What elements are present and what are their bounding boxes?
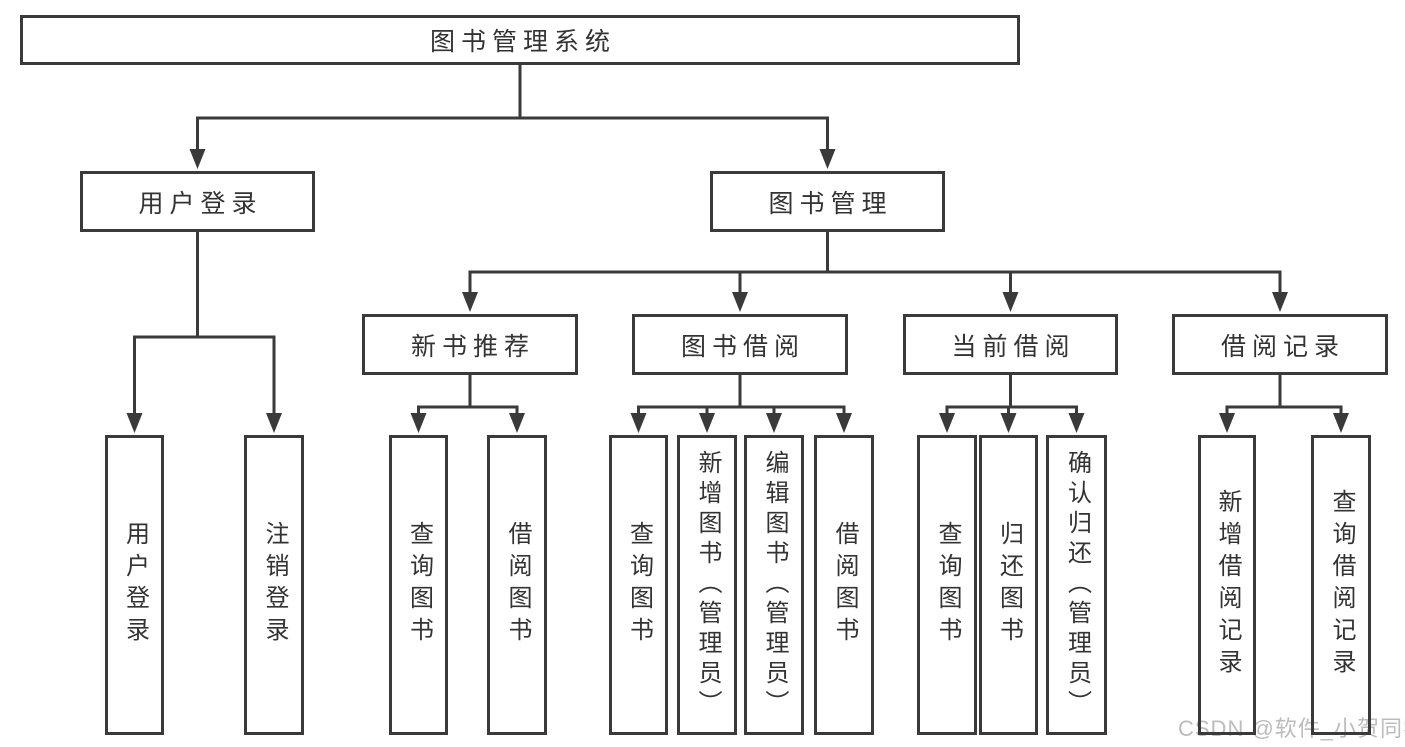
leaf-confirm-return-admin: 确认归还（管理员） (1046, 435, 1107, 735)
node-label: 确认归还（管理员） (1063, 450, 1091, 720)
leaf-query-borrow-record: 查询借阅记录 (1311, 435, 1371, 735)
node-label: 新书推荐 (410, 332, 535, 361)
down-arrow-icon (509, 413, 525, 433)
down-arrow-icon (1272, 292, 1288, 312)
node-current-borrowing: 当前借阅 (903, 314, 1118, 375)
leaf-logout: 注销登录 (244, 435, 304, 735)
down-arrow-icon (939, 413, 955, 433)
leaf-return-books: 归还图书 (979, 435, 1038, 735)
connector-records (1225, 375, 1343, 416)
connector-borrowing (637, 375, 846, 416)
node-label: 用户登录 (121, 521, 149, 649)
leaf-query-books-current: 查询图书 (917, 435, 977, 735)
down-arrow-icon (819, 149, 836, 169)
node-label: 查询借阅记录 (1328, 489, 1355, 681)
node-label: 查询图书 (625, 521, 653, 649)
leaf-query-books-borrowing: 查询图书 (609, 435, 668, 735)
down-arrow-icon (1002, 292, 1019, 312)
connector-user-login (133, 232, 276, 416)
node-book-management: 图书管理 (710, 171, 945, 232)
node-label: 当前借阅 (951, 332, 1076, 361)
leaf-edit-books-admin: 编辑图书（管理员） (744, 435, 804, 735)
node-label: 查询图书 (934, 521, 961, 649)
down-arrow-icon (1219, 413, 1235, 433)
down-arrow-icon (1333, 413, 1349, 433)
down-arrow-icon (836, 413, 852, 433)
connector-current (945, 375, 1078, 416)
connector-new-books (417, 375, 519, 416)
down-arrow-icon (766, 413, 782, 433)
node-label: 借阅图书 (831, 521, 858, 649)
leaf-query-books-recommend: 查询图书 (389, 435, 448, 735)
node-label: 编辑图书（管理员） (761, 450, 788, 720)
node-root-system: 图书管理系统 (20, 15, 1020, 65)
node-label: 借阅图书 (504, 521, 531, 649)
node-label: 归还图书 (995, 521, 1023, 649)
connector-book-mgmt (468, 232, 1282, 297)
node-label: 用户登录 (138, 189, 263, 218)
node-label: 借阅记录 (1220, 332, 1345, 361)
node-label: 图书管理 (768, 189, 893, 218)
leaf-user-login: 用户登录 (105, 435, 164, 735)
down-arrow-icon (1000, 413, 1017, 433)
csdn-watermark: CSDN @软件_小贺同学 (1178, 716, 1405, 741)
node-label: 注销登录 (261, 521, 288, 649)
leaf-borrow-books-recommend: 借阅图书 (487, 435, 547, 735)
connector-root (196, 65, 829, 152)
down-arrow-icon (126, 413, 143, 433)
node-label: 查询图书 (405, 521, 433, 649)
down-arrow-icon (732, 292, 748, 312)
node-label: 新增图书（管理员） (694, 450, 721, 720)
leaf-borrow-books: 借阅图书 (814, 435, 874, 735)
down-arrow-icon (699, 413, 715, 433)
down-arrow-icon (189, 149, 206, 169)
down-arrow-icon (462, 292, 478, 312)
node-label: 图书管理系统 (429, 28, 616, 56)
node-new-book-recommend: 新书推荐 (362, 314, 578, 375)
node-borrow-records: 借阅记录 (1172, 314, 1388, 375)
down-arrow-icon (266, 413, 282, 433)
node-label: 新增借阅记录 (1214, 489, 1241, 681)
down-arrow-icon (410, 413, 427, 433)
node-user-login-branch: 用户登录 (80, 171, 315, 232)
node-book-borrowing: 图书借阅 (632, 314, 848, 375)
down-arrow-icon (630, 413, 647, 433)
arrowheads (126, 149, 1349, 433)
node-label: 图书借阅 (680, 332, 805, 361)
down-arrow-icon (1068, 413, 1085, 433)
leaf-add-books-admin: 新增图书（管理员） (677, 435, 737, 735)
leaf-add-borrow-record: 新增借阅记录 (1198, 435, 1256, 735)
